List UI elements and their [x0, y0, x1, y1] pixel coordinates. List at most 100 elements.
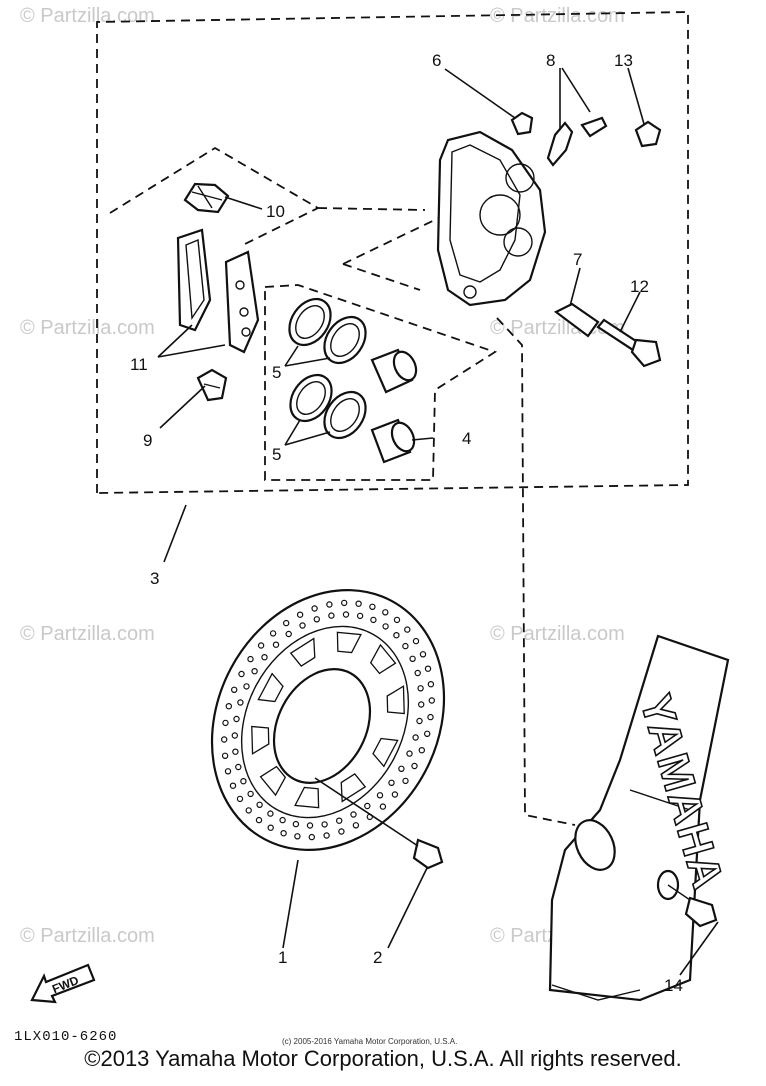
caliper-bolt [596, 318, 662, 368]
callout-3: 3 [150, 569, 159, 588]
fwd-label: FWD [50, 973, 81, 996]
disc-hole [221, 752, 229, 760]
disc-hole [230, 686, 238, 694]
disc-hole [393, 616, 401, 624]
disc-hole [306, 822, 314, 829]
watermark-text: © Partzilla.com [20, 925, 155, 947]
disc-hole [308, 833, 315, 841]
disc-slot [251, 725, 270, 755]
disc-hole [416, 717, 423, 725]
disc-hole [414, 669, 421, 677]
brake-disc [210, 588, 446, 852]
caliper-body [436, 130, 547, 307]
seal-link-line [342, 214, 446, 265]
disc-hole [350, 811, 357, 818]
disc-hole [369, 603, 376, 611]
disc-slot [289, 637, 316, 667]
disc-hole [251, 668, 258, 675]
disc-hole [391, 791, 399, 798]
disc-slot [369, 643, 397, 675]
disc-hole [393, 632, 400, 639]
callout-6: 6 [432, 51, 441, 70]
small-copyright: (c) 2005-2016 Yamaha Motor Corporation, … [282, 1037, 457, 1046]
callout-5-upper: 5 [272, 363, 281, 382]
brake-pad-inner [176, 228, 212, 332]
disc-hole [256, 801, 263, 809]
disc-hole [376, 792, 384, 799]
callout-1: 1 [278, 948, 287, 967]
disc-slot [340, 773, 367, 803]
disc-hole [321, 821, 328, 828]
watermark-text: © Partzilla.com [20, 5, 155, 27]
disc-hole [292, 820, 300, 828]
disc-hole [267, 824, 274, 831]
disc-hole [313, 616, 320, 623]
disc-hole [427, 681, 435, 688]
brake-disc-slots [251, 631, 405, 809]
disc-hole [382, 609, 389, 616]
disc-hole [417, 685, 424, 692]
callout-8: 8 [546, 51, 555, 70]
disc-hole [247, 655, 254, 663]
bleed-cap [510, 111, 534, 136]
disc-hole [283, 619, 290, 627]
disc-hole [409, 655, 416, 663]
disc-hole [428, 697, 435, 704]
disc-hole [323, 832, 330, 839]
disc-hole [233, 715, 240, 723]
leader-lines [157, 67, 719, 976]
watermark-text: © Partzilla.com [20, 623, 155, 645]
disc-hole [418, 747, 425, 754]
pad-group-outline [109, 146, 320, 245]
caliper-assembly-outline [96, 11, 689, 494]
disc-hole [245, 807, 252, 814]
disc-hole [406, 750, 413, 757]
disc-hole [238, 670, 245, 678]
pad-spring [183, 182, 230, 214]
disc-hole [364, 802, 371, 810]
disc-hole [419, 651, 427, 658]
watermark-text: © Partzilla.com [490, 623, 625, 645]
callout-9: 9 [143, 431, 152, 450]
watermark-text: © Partzilla.com [20, 317, 155, 339]
brake-disc-holes [220, 599, 435, 841]
callout-10: 10 [266, 202, 285, 221]
callout-5-lower: 5 [272, 445, 281, 464]
disc-hole [412, 734, 419, 741]
disc-hole [220, 736, 228, 743]
disc-slot [259, 765, 287, 797]
disc-slot [336, 631, 362, 654]
disc-hole [424, 730, 431, 738]
bleed-screw [546, 116, 608, 167]
piston-kit-outline [264, 284, 498, 481]
callout-14: 14 [664, 976, 683, 995]
watermark-text: © Partzilla.com [490, 5, 625, 27]
seal-link-line-2 [342, 263, 421, 291]
pad-clip [196, 368, 228, 402]
disc-hole [222, 719, 229, 727]
disc-hole [382, 623, 389, 630]
disc-hole [272, 641, 280, 648]
disc-hole [424, 665, 432, 672]
disc-bolt [412, 838, 444, 870]
disc-hole [267, 810, 274, 817]
disc-hole [257, 642, 265, 649]
disc-hole [427, 713, 434, 721]
disc-slot [386, 685, 405, 715]
disc-hole [328, 612, 335, 619]
disc-hole [398, 765, 405, 773]
callout-7: 7 [573, 250, 582, 269]
disc-hole [296, 611, 304, 618]
disc-hole [326, 601, 333, 608]
copyright-notice: ©2013 Yamaha Motor Corporation, U.S.A. A… [84, 1046, 682, 1071]
disc-hole [235, 763, 242, 771]
disc-hole [237, 699, 244, 706]
caliper-to-fork-leader [496, 317, 576, 826]
disc-hole [341, 599, 348, 607]
disc-hole [224, 768, 232, 775]
disc-hole [243, 683, 250, 690]
disc-hole [255, 816, 263, 824]
callout-11: 11 [130, 355, 148, 374]
disc-hole [352, 822, 360, 829]
